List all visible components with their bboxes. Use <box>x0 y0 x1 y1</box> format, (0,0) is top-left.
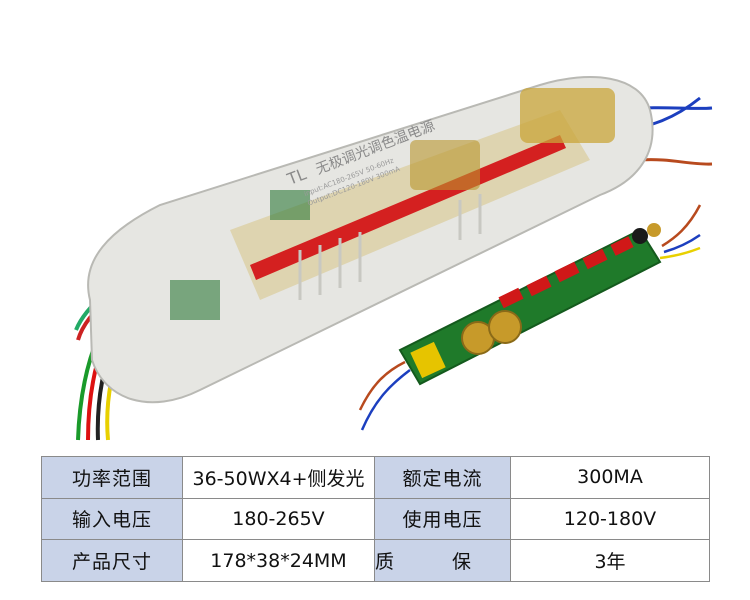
table-row: 输入电压 180-265V 使用电压 120-180V <box>41 497 710 541</box>
spec-value: 3年 <box>510 539 710 582</box>
pcb-wires <box>358 204 702 431</box>
spec-key: 输入电压 <box>41 497 183 541</box>
pcb-board <box>398 223 662 386</box>
product-photo: TL 无极调光调色温电源 input:AC180-265V 50-60Hz Ou… <box>74 76 713 441</box>
table-row: 功率范围 36-50WX4+侧发光 额定电流 300MA <box>41 456 710 499</box>
spec-value: 300MA <box>510 456 710 499</box>
warranty-key: 质保 <box>375 551 472 574</box>
spec-value: 36-50WX4+侧发光 <box>182 456 375 499</box>
driver-housing <box>87 76 654 404</box>
spec-value: 180-265V <box>182 497 375 541</box>
spec-key: 额定电流 <box>374 456 511 499</box>
spec-value: 178*38*24MM <box>182 539 375 582</box>
spec-key: 功率范围 <box>41 456 183 499</box>
spec-key: 使用电压 <box>374 497 511 541</box>
table-row: 产品尺寸 178*38*24MM 质保 3年 <box>41 539 710 582</box>
spec-key: 产品尺寸 <box>41 539 183 582</box>
spec-table: 功率范围 36-50WX4+侧发光 额定电流 300MA 输入电压 180-26… <box>41 456 710 582</box>
spec-key: 质保 <box>374 539 511 582</box>
spec-value: 120-180V <box>510 497 710 541</box>
